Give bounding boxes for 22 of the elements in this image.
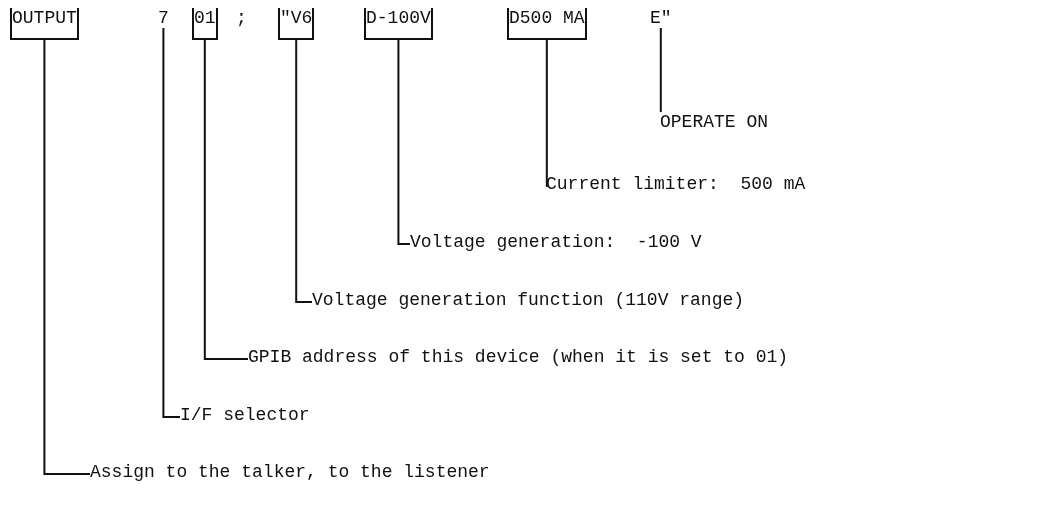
annotation-text: I/F selector <box>180 405 310 425</box>
command-token: E" <box>650 8 672 28</box>
bracketed-command-token: 01 <box>192 8 218 40</box>
leader-line <box>295 39 313 303</box>
leader-line <box>43 39 91 475</box>
leader-line <box>397 39 411 245</box>
annotation-text: Assign to the talker, to the listener <box>90 462 490 482</box>
command-token: 7 <box>158 8 169 28</box>
leader-line <box>659 27 662 113</box>
bracketed-command-token: "V6 <box>278 8 315 40</box>
leader-line <box>545 39 548 187</box>
leader-line <box>203 39 249 360</box>
annotation-text: Voltage generation function (110V range) <box>312 290 745 310</box>
annotation-text: GPIB address of this device (when it is set to 01) <box>248 347 789 367</box>
bracketed-command-token: D500 MA <box>507 8 587 40</box>
bracketed-command-token: D-100V <box>364 8 433 40</box>
leader-line <box>162 27 181 418</box>
annotation-text: OPERATE ON <box>660 112 769 132</box>
annotation-text: Voltage generation: -100 V <box>410 232 702 252</box>
annotation-text: Current limiter: 500 mA <box>546 174 806 194</box>
separator-text: ; <box>236 8 247 28</box>
bracketed-command-token: OUTPUT <box>10 8 79 40</box>
